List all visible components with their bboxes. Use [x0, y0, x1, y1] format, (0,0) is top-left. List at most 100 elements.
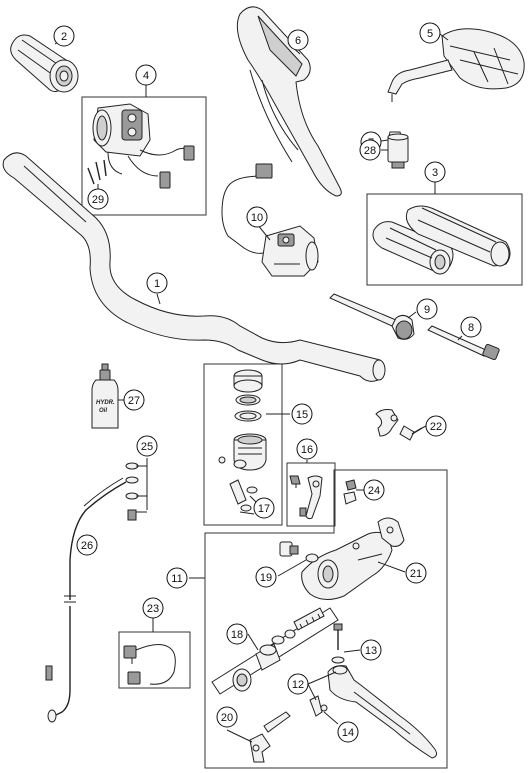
callout-1: 1 [146, 272, 168, 294]
callout-number: 23 [147, 603, 159, 615]
box-brake-cylinder [203, 363, 283, 526]
callout-4: 4 [135, 64, 157, 86]
box-wiring [118, 631, 191, 689]
callout-circle [425, 415, 447, 437]
callout-number: 9 [424, 304, 430, 316]
callout-circle [142, 597, 164, 619]
callout-16: 16 [296, 438, 318, 460]
callout-number: 28 [364, 145, 376, 157]
leader-21 [377, 561, 406, 573]
callout-number: 3 [432, 167, 438, 179]
cable-ties-part [87, 159, 107, 185]
callout-27: 27 [123, 389, 145, 411]
callout-circle [255, 566, 277, 588]
callout-21: 21 [405, 562, 427, 584]
callout-circle [287, 29, 309, 51]
leader-14 [323, 711, 339, 725]
callout-18: 18 [226, 623, 248, 645]
brake-lever-part [289, 475, 323, 520]
callout-number: 12 [292, 679, 304, 691]
callout-number: 16 [301, 444, 313, 456]
grips-part [372, 205, 511, 275]
callout-23: 23 [142, 597, 164, 619]
bottle-label-line1: HYDR. [96, 400, 115, 406]
callout-number: 2 [61, 31, 67, 43]
callout-13: 13 [360, 639, 382, 661]
long-bolt-part [427, 325, 500, 361]
callout-29: 29 [87, 188, 109, 210]
callout-20: 20 [216, 706, 238, 728]
callout-number: 24 [368, 485, 380, 497]
grip-left-part [10, 34, 79, 93]
leader-13 [343, 649, 361, 653]
clamp-part [375, 409, 423, 441]
callout-number: 13 [365, 645, 377, 657]
callout-circle [337, 721, 359, 743]
callout-circle [166, 567, 188, 589]
callout-number: 18 [231, 629, 243, 641]
callout-circle [291, 403, 313, 425]
callout-layer: 1234567891011121314151617181920212223242… [53, 22, 482, 743]
callout-circle [135, 64, 157, 86]
callout-6: 6 [287, 29, 309, 51]
callout-25: 25 [136, 435, 158, 457]
callout-circle [136, 435, 158, 457]
callout-number: 27 [128, 395, 140, 407]
bottle-label-line2: Oil [99, 408, 107, 414]
box-switch-left [81, 96, 207, 216]
kill-switch-part [221, 163, 319, 277]
clutch-armature-part [301, 517, 405, 600]
callout-circle [146, 272, 168, 294]
callout-circle [123, 389, 145, 411]
callout-2: 2 [53, 25, 75, 47]
wiring-part [123, 644, 176, 685]
leader-17 [249, 495, 257, 503]
callout-number: 1 [154, 278, 160, 290]
leader-18 [247, 633, 259, 651]
callout-number: 14 [342, 727, 354, 739]
hydraulic-oil-bottle: HYDR. Oil [91, 363, 119, 429]
leader-19 [277, 559, 307, 577]
callout-number: 25 [141, 441, 153, 453]
mirror-adapter-part [387, 133, 409, 169]
callout-24: 24 [363, 479, 385, 501]
callout-number: 20 [221, 712, 233, 724]
leader-12a [307, 671, 337, 685]
callout-circle [424, 161, 446, 183]
leader-7 [380, 139, 389, 142]
callout-11: 11 [166, 567, 188, 589]
callout-14: 14 [337, 721, 359, 743]
callout-15: 15 [291, 403, 313, 425]
handlebar-part [2, 152, 386, 382]
callout-circle [460, 316, 482, 338]
callout-circle [419, 22, 441, 44]
callout-circle [359, 139, 381, 161]
master-piston-part [211, 607, 339, 695]
small-bolt-part [343, 479, 357, 505]
callout-circle [76, 534, 98, 556]
callout-number: 17 [258, 503, 270, 515]
callout-12: 12 [287, 673, 309, 695]
brake-reservoir-part [218, 369, 267, 471]
callout-number: 4 [143, 70, 149, 82]
callout-number: 26 [81, 540, 93, 552]
box-grips [366, 193, 523, 286]
callout-number: 15 [296, 409, 308, 421]
callout-circle [287, 673, 309, 695]
callout-28: 28 [359, 139, 381, 161]
hand-guard-part [236, 6, 342, 197]
callout-circle [53, 25, 75, 47]
callout-circle [216, 706, 238, 728]
callout-19: 19 [255, 566, 277, 588]
callout-number: 10 [251, 212, 263, 224]
leader-9 [407, 311, 417, 319]
clutch-lever-part [309, 665, 438, 759]
leader-20 [226, 729, 253, 743]
mirror-part [387, 28, 525, 102]
callout-circle [416, 298, 438, 320]
callout-22: 22 [425, 415, 447, 437]
callout-number: 6 [295, 35, 301, 47]
callout-circle [363, 479, 385, 501]
callout-circle [360, 639, 382, 661]
